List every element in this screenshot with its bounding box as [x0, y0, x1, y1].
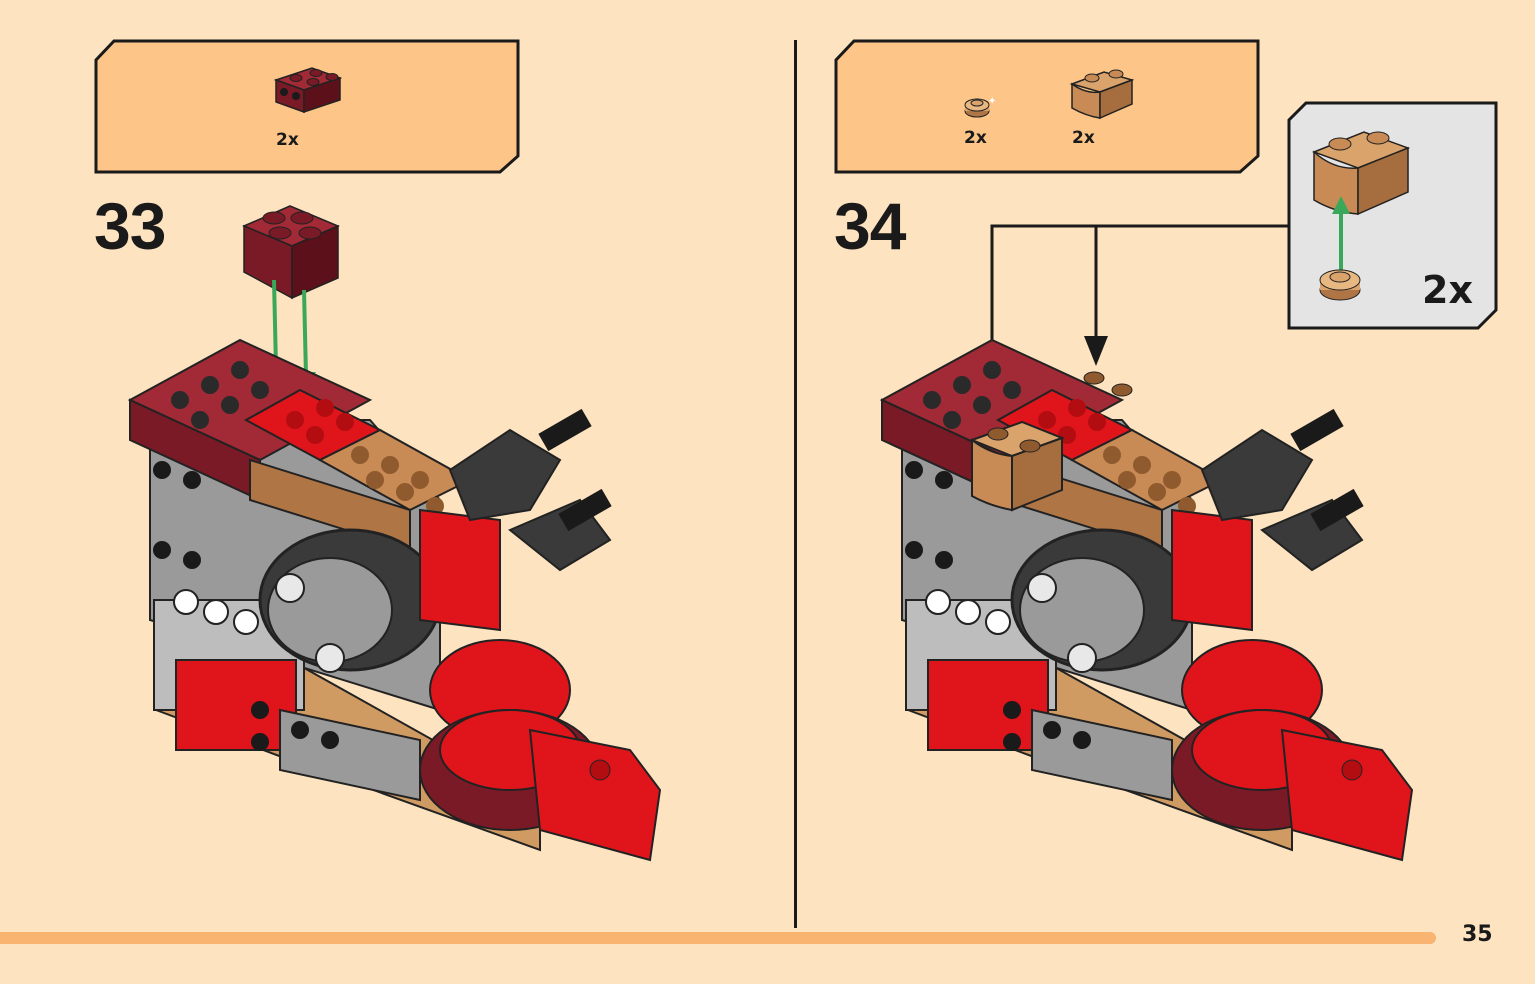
- tan-curved-brick-icon: [1311, 131, 1411, 216]
- model-assembly: [879, 338, 1414, 862]
- tan-round-plate-icon: ✦: [964, 96, 996, 118]
- part-quantity: 2x: [276, 130, 299, 150]
- step-number: 33: [94, 189, 166, 263]
- svg-text:✦: ✦: [988, 96, 996, 107]
- insert-arrow-icon: [1332, 196, 1350, 270]
- model-assembly: [127, 338, 662, 862]
- part-quantity: 2x: [1072, 128, 1095, 148]
- dark-red-brick-icon: [273, 67, 343, 114]
- step-divider: [794, 40, 797, 928]
- step-number: 34: [834, 189, 906, 263]
- tan-round-plate-icon: [1319, 269, 1361, 301]
- page-number: 35: [1462, 922, 1493, 947]
- tan-curved-brick-icon: [1069, 69, 1135, 120]
- progress-bar: [0, 932, 1436, 944]
- parts-box-step-34: [834, 39, 1260, 174]
- part-quantity: 2x: [964, 128, 987, 148]
- dark-red-brick-icon: [242, 205, 340, 300]
- callout-quantity: 2x: [1422, 268, 1473, 312]
